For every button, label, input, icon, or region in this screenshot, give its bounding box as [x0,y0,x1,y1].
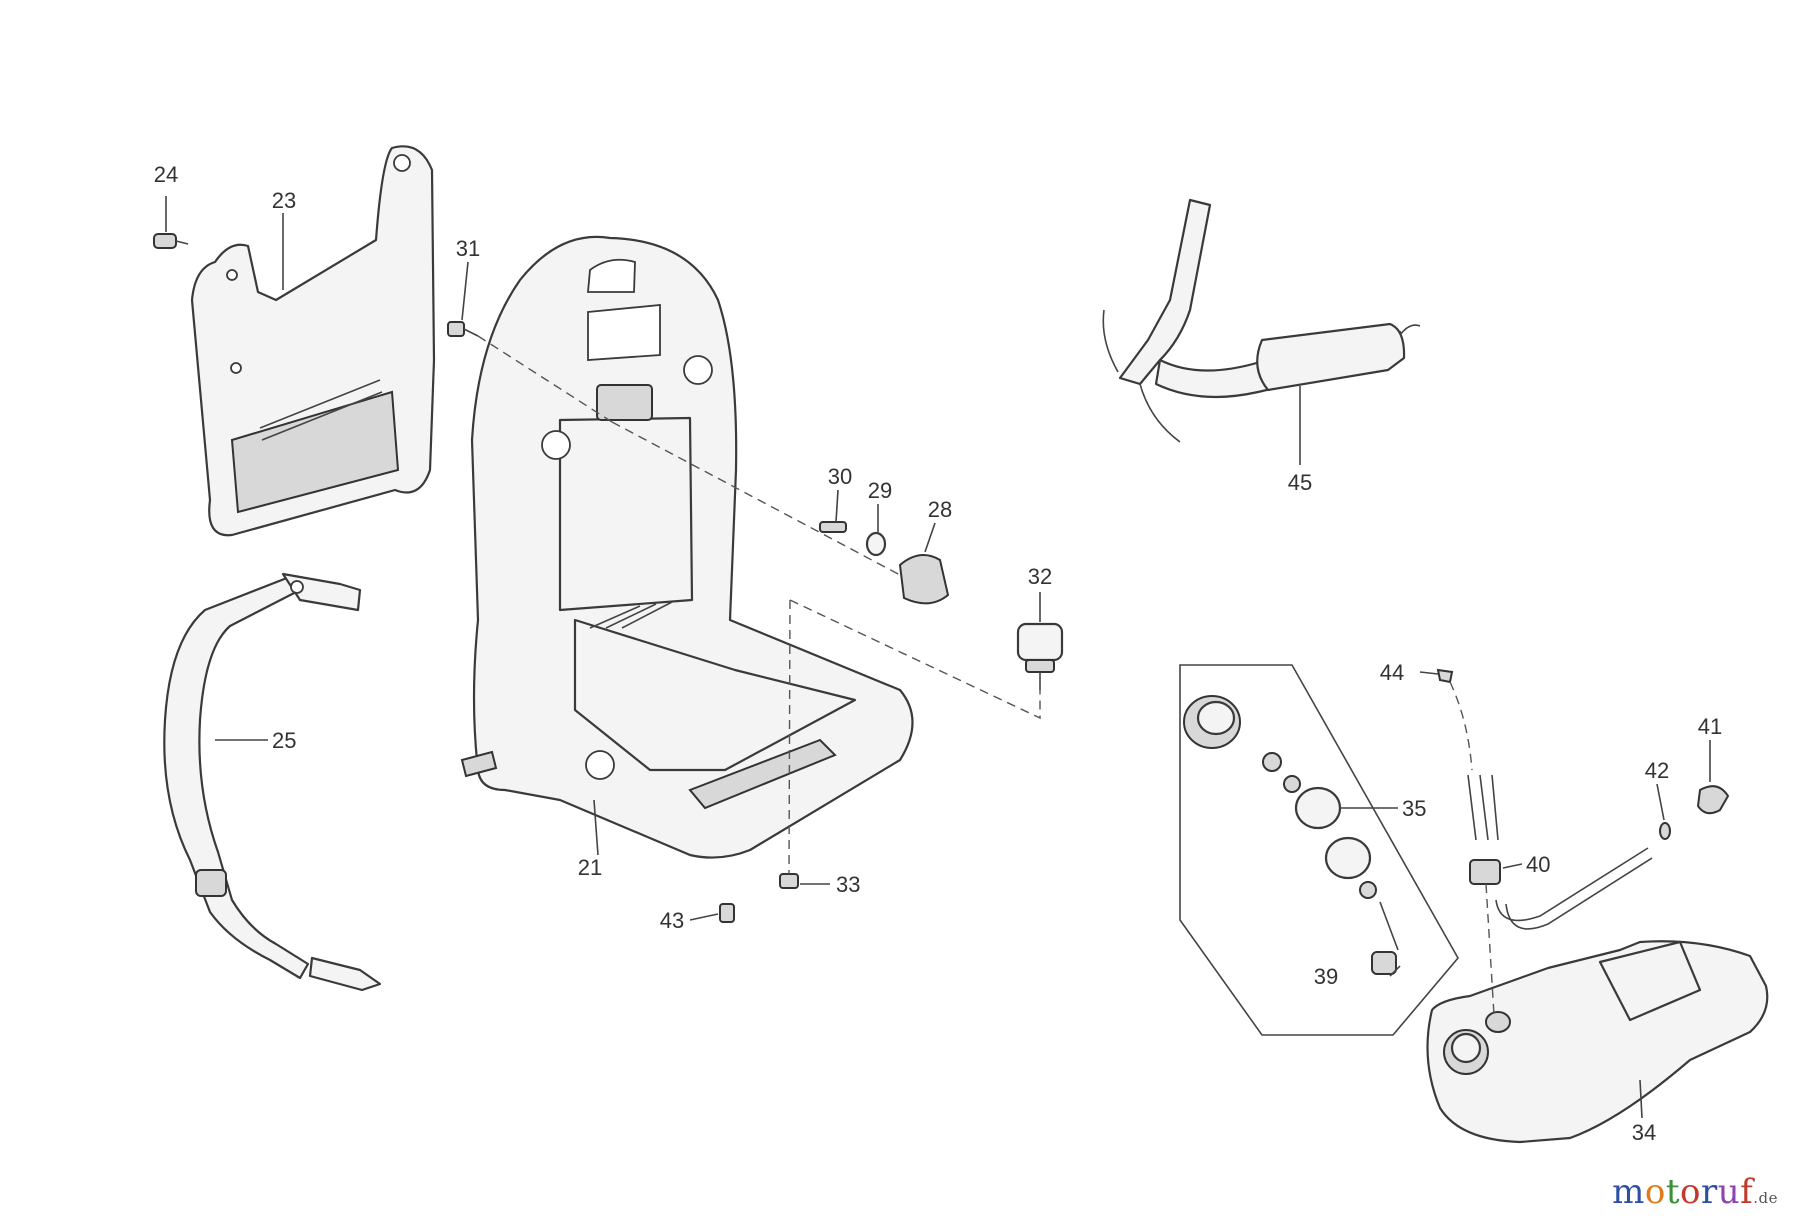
screw-part-24 [153,233,189,249]
assembly-line-frame-bolt [477,335,613,423]
nut-part-33 [779,873,799,889]
watermark-letter: o [1644,1172,1666,1212]
watermark-letter: u [1717,1172,1741,1212]
callout-21: 21 [578,855,602,880]
fuel-line-part-40 [1467,774,1653,930]
knob-part-28 [898,554,950,605]
callout-32: 32 [1028,564,1052,589]
callout-40: 40 [1526,852,1550,877]
assembly-line-nut [788,599,791,875]
fuel-tank-part-34 [1426,940,1769,1144]
filter-part-42 [1659,822,1671,840]
strap-part-25 [163,572,382,992]
callout-39: 39 [1314,964,1338,989]
callout-42: 42 [1645,758,1669,783]
cap-assembly-group-35 [1179,664,1459,1036]
callout-30: 30 [828,464,852,489]
watermark-suffix: .de [1753,1189,1778,1207]
fitting-part-41 [1696,785,1730,815]
motoruf-watermark: motoruf.de [1612,1172,1778,1212]
rubber-foot-part-32 [1016,622,1064,690]
watermark-letter: m [1612,1172,1645,1212]
watermark-letter: t [1665,1172,1680,1212]
callout-29: 29 [868,478,892,503]
bolt-part-31 [447,321,479,337]
callout-33: 33 [836,872,860,897]
clip-part-44 [1436,668,1454,684]
washer-part-29 [865,531,887,557]
callout-44: 44 [1380,660,1404,685]
callout-31: 31 [456,236,480,261]
watermark-letter: f [1740,1172,1754,1212]
assembly-line-foot [789,599,1041,720]
callout-24: 24 [154,162,178,187]
callout-23: 23 [272,188,296,213]
harness-part-45 [1102,198,1421,443]
callout-41: 41 [1698,714,1722,739]
watermark-letter: r [1700,1172,1718,1212]
assembly-line-clip [1449,681,1473,771]
callout-45: 45 [1288,470,1312,495]
back-plate-part [190,145,436,537]
callout-28: 28 [928,497,952,522]
callout-34: 34 [1632,1120,1656,1145]
callout-25: 25 [272,728,296,753]
callout-43: 43 [660,908,684,933]
main-frame-part [460,235,914,859]
assembly-line-tank [1485,883,1495,1016]
bolt-part-43 [719,903,735,923]
watermark-letter: o [1680,1172,1701,1212]
assembly-line-knob [611,421,901,576]
callout-leaders [165,196,1711,1119]
screw-part-30 [819,521,847,533]
callout-35: 35 [1402,796,1426,821]
